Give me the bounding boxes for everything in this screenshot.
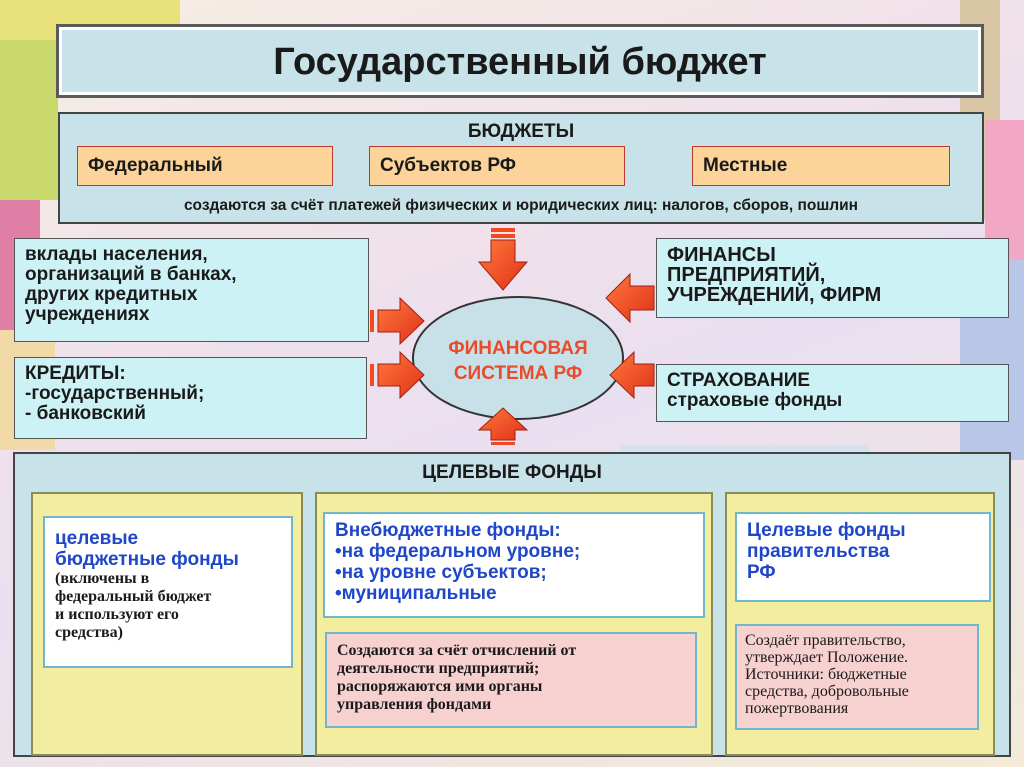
deposits-line: организаций в банках,	[25, 264, 237, 285]
col2-note-line: деятельности предприятий;	[337, 660, 540, 677]
col1-note-line: и используют его	[55, 606, 179, 623]
arrow-right-icon	[370, 296, 425, 346]
deposits-box: вклады населения, организаций в банках, …	[14, 238, 369, 342]
insurance-box: СТРАХОВАНИЕ страховые фонды	[656, 364, 1009, 422]
col1-title-line: бюджетные фонды	[55, 549, 239, 570]
credits-line: - банковский	[25, 403, 146, 424]
center-line: СИСТЕМА РФ	[453, 363, 583, 384]
center-line: ФИНАНСОВАЯ	[448, 338, 588, 359]
arrow-left-icon	[609, 350, 655, 400]
extrabudgetary-funds-box: Внебюджетные фонды: •на федеральном уров…	[323, 512, 705, 618]
target-budget-funds-column: целевые бюджетные фонды (включены в феде…	[31, 492, 303, 756]
finances-line: ПРЕДПРИЯТИЙ,	[667, 264, 826, 286]
col3-note-line: средства, добровольные	[745, 683, 909, 700]
col1-note-line: (включены в	[55, 570, 150, 587]
budget-federal: Федеральный	[77, 146, 333, 186]
credits-line: КРЕДИТЫ:	[25, 363, 126, 384]
extrabudgetary-funds-column: Внебюджетные фонды: •на федеральном уров…	[315, 492, 713, 756]
credits-line: -государственный;	[25, 383, 205, 404]
budgets-panel: БЮДЖЕТЫ Федеральный Субъектов РФ Местные…	[58, 112, 984, 224]
deposits-line: вклады населения,	[25, 244, 208, 265]
title-box: Государственный бюджет	[56, 24, 984, 98]
col3-note-line: утверждает Положение.	[745, 649, 909, 666]
arrow-up-icon	[477, 407, 529, 445]
budgets-heading: БЮДЖЕТЫ	[467, 121, 575, 142]
col2-title-line: •на уровне субъектов;	[335, 562, 547, 583]
government-target-funds-column: Целевые фонды правительства РФ Создаёт п…	[725, 492, 995, 756]
budgets-note: создаются за счёт платежей физических и …	[183, 197, 859, 214]
col1-title-line: целевые	[55, 528, 139, 549]
arrow-right-icon	[370, 350, 425, 400]
finances-line: ФИНАНСЫ	[667, 244, 776, 266]
col2-title-line: •муниципальные	[335, 583, 497, 604]
target-budget-funds-box: целевые бюджетные фонды (включены в феде…	[43, 516, 293, 668]
decor-stripe	[985, 120, 1024, 260]
page-title: Государственный бюджет	[273, 41, 767, 83]
col2-note-line: Создаются за счёт отчислений от	[337, 642, 577, 659]
financial-system-label: ФИНАНСОВАЯ СИСТЕМА РФ	[414, 336, 622, 386]
target-funds-heading: ЦЕЛЕВЫЕ ФОНДЫ	[422, 462, 602, 483]
col3-title-line: РФ	[747, 562, 776, 583]
deposits-line: учреждениях	[25, 304, 150, 325]
decor-stripe	[0, 40, 58, 200]
budget-subjects: Субъектов РФ	[369, 146, 625, 186]
col2-title-line: •на федеральном уровне;	[335, 541, 581, 562]
col3-note-line: пожертвования	[745, 700, 849, 717]
government-funds-note-box: Создаёт правительство, утверждает Положе…	[735, 624, 979, 730]
extrabudgetary-note-box: Создаются за счёт отчислений от деятельн…	[325, 632, 697, 728]
enterprise-finances-box: ФИНАНСЫ ПРЕДПРИЯТИЙ, УЧРЕЖДЕНИЙ, ФИРМ	[656, 238, 1009, 318]
insurance-line: страховые фонды	[667, 390, 843, 411]
credits-box: КРЕДИТЫ: -государственный; - банковский	[14, 357, 367, 439]
government-target-funds-box: Целевые фонды правительства РФ	[735, 512, 991, 602]
col3-note-line: Создаёт правительство,	[745, 632, 906, 649]
financial-system-ellipse: ФИНАНСОВАЯ СИСТЕМА РФ	[412, 296, 624, 420]
col1-note-line: средства)	[55, 624, 123, 641]
arrow-left-icon	[605, 272, 655, 324]
col3-title-line: Целевые фонды	[747, 520, 906, 541]
col2-note-line: управления фондами	[337, 696, 492, 713]
col2-note-line: распоряжаются ими органы	[337, 678, 543, 695]
finances-line: УЧРЕЖДЕНИЙ, ФИРМ	[667, 284, 882, 306]
col3-title-line: правительства	[747, 541, 890, 562]
col1-note-line: федеральный бюджет	[55, 588, 212, 605]
budget-local: Местные	[692, 146, 950, 186]
col2-title-line: Внебюджетные фонды:	[335, 520, 561, 541]
arrow-down-icon	[477, 228, 529, 291]
deposits-line: других кредитных	[25, 284, 198, 305]
col3-note-line: Источники: бюджетные	[745, 666, 907, 683]
insurance-line: СТРАХОВАНИЕ	[667, 370, 811, 391]
target-funds-panel: ЦЕЛЕВЫЕ ФОНДЫ целевые бюджетные фонды (в…	[13, 452, 1011, 757]
